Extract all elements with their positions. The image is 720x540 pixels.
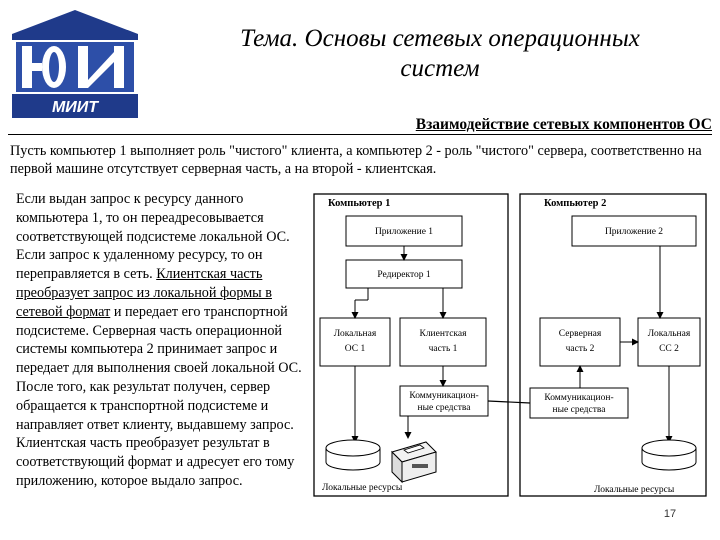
printer-icon (391, 441, 437, 484)
body-text-part-1: Если выдан запрос к ресурсу данного комп… (16, 191, 290, 283)
slide-title: Тема. Основы сетевых операционных систем (240, 25, 640, 82)
page-number: 17 (663, 508, 677, 520)
university-logo: МИИТ (8, 8, 142, 122)
comm2-label-1: Коммуникацион- (544, 393, 613, 403)
university-logo-icon: МИИТ (8, 8, 142, 122)
body-text-part-2: и передает его транспортной подсистеме. … (16, 303, 302, 489)
disk-icon (641, 439, 697, 471)
computer2-label: Компьютер 2 (544, 198, 606, 209)
app1-label: Приложение 1 (375, 227, 433, 237)
body-text-underlined: Клиентская часть преобразует запрос из л… (16, 266, 272, 320)
disk-icon (325, 439, 381, 471)
computer1-label: Компьютер 1 (328, 198, 390, 209)
comm1-label-2: ные средства (418, 403, 472, 413)
server-part-label-1: Серверная (559, 329, 602, 339)
server-part-box (539, 317, 621, 367)
app1-box (345, 215, 463, 247)
local-resources-1-label: Локальные ресурсы (322, 483, 403, 493)
computer1-frame (313, 193, 509, 497)
local-os1-label-2: ОС 1 (345, 344, 366, 354)
redirector-box (345, 259, 463, 289)
local-resources-2-label: Локальные ресурсы (594, 485, 675, 495)
intro-paragraph: Пусть компьютер 1 выполняет роль "чистог… (10, 143, 702, 177)
logo-name: МИИТ (52, 99, 99, 116)
app2-label: Приложение 2 (605, 227, 663, 237)
network-diagram: Компьютер 1 Компьютер 2 Приложение 1 Ред… (308, 190, 712, 512)
slide-subtitle: Взаимодействие сетевых компонентов ОС (415, 116, 712, 133)
local-os2-label-1: Локальная (648, 329, 691, 339)
body-paragraph: Если выдан запрос к ресурсу данного комп… (16, 190, 308, 491)
network-diagram-svg: Компьютер 1 Компьютер 2 Приложение 1 Ред… (313, 193, 707, 497)
local-os1-box (319, 317, 391, 367)
local-os2-label-2: СС 2 (659, 344, 679, 354)
redirector-label: Редиректор 1 (377, 270, 431, 280)
local-os1-label-1: Локальная (334, 329, 377, 339)
server-part-label-2: часть 2 (566, 344, 595, 354)
comm1-label-1: Коммуникацион- (409, 391, 478, 401)
local-os2-box (637, 317, 701, 367)
header-divider (8, 134, 712, 135)
comm2-label-2: ные средства (553, 405, 607, 415)
client-part-label-2: часть 1 (429, 344, 458, 354)
app2-box (571, 215, 697, 247)
computer2-frame (519, 193, 707, 497)
network-link (487, 400, 531, 404)
client-part-box (399, 317, 487, 367)
comm2-box (529, 387, 629, 419)
client-part-label-1: Клиентская (419, 329, 467, 339)
